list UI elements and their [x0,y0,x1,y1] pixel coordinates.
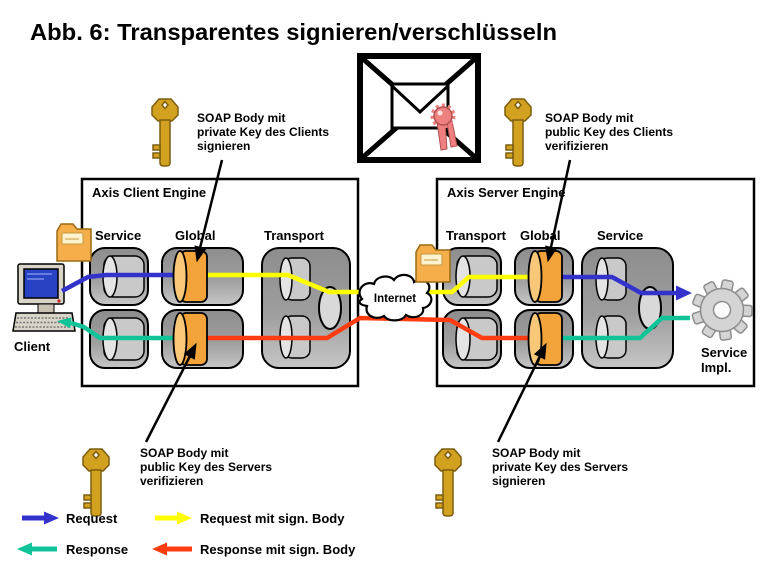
annotation-bottom-left: SOAP Body mit public Key des Servers ver… [140,446,272,488]
annotation-line: SOAP Body mit [197,111,285,125]
legend-response-label: Response [66,542,128,557]
annotation-line: SOAP Body mit [140,446,228,460]
internet-label: Internet [374,293,416,305]
pointer-arrow-top-left [194,159,224,263]
client-engine-title: Axis Client Engine [92,185,206,200]
signed-envelope-icon [357,53,481,163]
annotation-line: private Key des Clients [197,125,329,139]
annotation-line: signieren [492,474,545,488]
client-col-global-label: Global [175,228,215,243]
pointer-arrow-bottom-right [496,342,547,443]
handler-server-global-top [527,250,563,303]
legend-request-arrow [22,511,59,525]
key-icon-top-left [151,98,179,167]
key-icon-bottom-left [82,448,110,517]
legend-request-label: Request [66,511,118,526]
annotation-line: SOAP Body mit [492,446,580,460]
legend-request-signed-arrow [155,511,192,525]
seal-icon [430,103,458,151]
annotation-top-left: SOAP Body mit private Key des Clients si… [197,111,329,153]
pointer-arrow-bottom-left [144,342,197,443]
server-col-global-label: Global [520,228,560,243]
response-arrowhead [57,317,72,329]
annotation-line: private Key des Servers [492,460,628,474]
deployment-folder-server-icon [415,244,451,283]
client-col-transport-label: Transport [264,228,325,243]
legend-response-arrow [17,542,57,556]
pointer-arrow-top-right [545,159,572,263]
internet-cloud: Internet [358,273,433,322]
server-col-transport-label: Transport [446,228,507,243]
server-col-service-label: Service [597,228,643,243]
legend: Request Request mit sign. Body Response … [17,511,356,557]
handler-client-global-top [172,250,208,303]
chamber-server-service [581,247,674,369]
annotation-bottom-right: SOAP Body mit private Key des Servers si… [492,446,628,488]
client-label: Client [14,339,51,354]
service-impl-label-line1: Service [701,345,747,360]
request-arrowhead [676,285,692,301]
legend-response-signed-label: Response mit sign. Body [200,542,356,557]
deployment-folder-client-icon [56,223,92,262]
annotation-line: signieren [197,139,250,153]
figure-title: Abb. 6: Transparentes signieren/verschlü… [30,19,557,45]
key-icon-bottom-right [434,448,462,517]
request-flow-blue [60,272,678,296]
annotation-line: verifizieren [545,139,608,153]
transport-opening [318,286,342,330]
annotation-line: SOAP Body mit [545,111,633,125]
response-signed-flow-red [203,315,537,341]
legend-request-signed-label: Request mit sign. Body [200,511,345,526]
legend-response-signed-arrow [152,542,192,556]
client-computer-icon [12,263,76,332]
annotation-line: public Key des Servers [140,460,272,474]
client-col-service-label: Service [95,228,141,243]
key-icon-top-right [504,98,532,167]
annotation-line: verifizieren [140,474,203,488]
server-engine-title: Axis Server Engine [447,185,566,200]
chamber-client-transport [261,247,351,369]
annotation-line: public Key des Clients [545,125,673,139]
response-flow-green [70,315,690,341]
annotation-top-right: SOAP Body mit public Key des Clients ver… [545,111,673,153]
service-impl-label-line2: Impl. [701,360,731,375]
